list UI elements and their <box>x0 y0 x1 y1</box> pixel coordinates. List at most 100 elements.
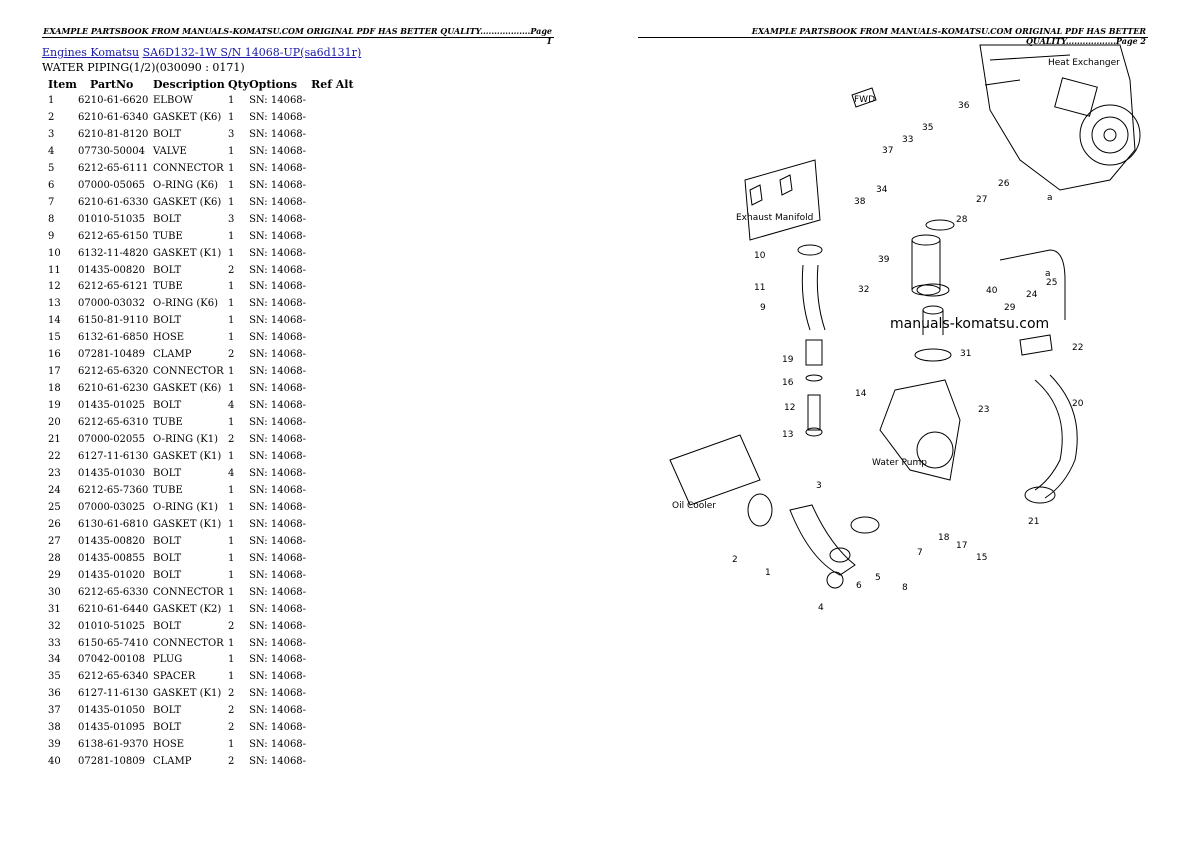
breadcrumb-link-model[interactable]: SA6D132-1W S/N 14068-UP(sa6d131r) <box>142 46 362 59</box>
cell-ref-alt <box>311 432 354 449</box>
breadcrumb-link-engines[interactable]: Engines Komatsu <box>42 46 140 59</box>
cell-qty: 2 <box>228 264 235 276</box>
callout-12: 12 <box>784 403 795 413</box>
page-header-right: EXAMPLE PARTSBOOK FROM MANUALS-KOMATSU.C… <box>638 26 1148 46</box>
table-header-row: Item PartNo Description Qty Options Ref … <box>42 77 354 93</box>
cell-ref-alt <box>311 703 354 720</box>
cell-options: SN: 14068- <box>249 705 307 717</box>
cell-partno: 6212-65-6310 <box>78 417 149 429</box>
parts-table: Item PartNo Description Qty Options Ref … <box>42 77 354 771</box>
cell-ref-alt <box>311 93 354 110</box>
cell-item: 15 <box>48 332 61 344</box>
callout-31: 31 <box>960 349 971 359</box>
cell-description: BOLT <box>153 552 182 564</box>
cell-item: 21 <box>48 434 61 446</box>
callout-37: 37 <box>882 146 893 156</box>
heat-exchanger-drawing <box>979 44 1141 191</box>
label-oil-cooler: Oil Cooler <box>672 501 716 511</box>
cell-options: SN: 14068- <box>249 501 307 513</box>
cell-ref-alt <box>311 585 354 602</box>
cell-partno: 01435-01050 <box>78 705 146 717</box>
cell-partno: 01435-00855 <box>78 552 146 564</box>
cell-item: 28 <box>48 552 61 564</box>
callout-7: 7 <box>917 548 923 558</box>
callout-36: 36 <box>958 101 970 111</box>
cell-options: SN: 14068- <box>249 247 307 259</box>
left-tube-assembly <box>797 244 826 437</box>
cell-ref-alt <box>311 161 354 178</box>
cell-ref-alt <box>311 178 354 195</box>
cell-item: 6 <box>48 179 55 191</box>
cell-partno: 6150-81-9110 <box>78 315 149 327</box>
cell-description: CONNECTOR <box>153 366 224 378</box>
cell-qty: 1 <box>228 637 235 649</box>
cell-partno: 07730-50004 <box>78 145 146 157</box>
cell-qty: 1 <box>228 586 235 598</box>
callout-4: 4 <box>818 603 824 613</box>
cell-partno: 6210-81-8120 <box>78 128 149 140</box>
cell-partno: 07000-02055 <box>78 434 146 446</box>
callout-2: 2 <box>732 555 738 565</box>
cell-qty: 1 <box>228 111 235 123</box>
callout-3: 3 <box>816 481 822 491</box>
cell-ref-alt <box>311 263 354 280</box>
cell-options: SN: 14068- <box>249 298 307 310</box>
callout-40: 40 <box>986 286 998 296</box>
cell-item: 12 <box>48 281 61 293</box>
cell-description: BOLT <box>153 722 182 734</box>
cell-item: 8 <box>48 213 55 225</box>
cell-description: BOLT <box>153 705 182 717</box>
cell-description: O-RING (K1) <box>153 501 218 513</box>
cell-qty: 1 <box>228 366 235 378</box>
cell-qty: 1 <box>228 383 235 395</box>
cell-qty: 1 <box>228 552 235 564</box>
cell-description: CLAMP <box>153 756 192 768</box>
cell-options: SN: 14068- <box>249 451 307 463</box>
cell-qty: 1 <box>228 145 235 157</box>
cell-ref-alt <box>311 602 354 619</box>
right-tube-assembly <box>999 249 1078 504</box>
cell-options: SN: 14068- <box>249 739 307 751</box>
cell-partno: 07000-03032 <box>78 298 146 310</box>
cell-description: GASKET (K1) <box>153 247 222 259</box>
cell-item: 23 <box>48 467 61 479</box>
cell-qty: 2 <box>228 756 235 768</box>
cell-qty: 1 <box>228 298 235 310</box>
cell-qty: 1 <box>228 230 235 242</box>
exhaust-manifold-drawing <box>744 159 821 241</box>
cell-options: SN: 14068- <box>249 111 307 123</box>
label-water-pump: Water Pump <box>872 458 927 468</box>
cell-description: BOLT <box>153 213 182 225</box>
cell-qty: 2 <box>228 620 235 632</box>
callout-23: 23 <box>978 405 989 415</box>
cell-options: SN: 14068- <box>249 434 307 446</box>
cell-options: SN: 14068- <box>249 179 307 191</box>
water-piping-diagram: Heat Exchanger FWD Exhaust Manifold Wate… <box>669 44 1141 613</box>
callout-28: 28 <box>956 215 968 225</box>
cell-partno: 01435-01095 <box>78 722 146 734</box>
cell-ref-alt <box>311 517 354 534</box>
cell-description: CONNECTOR <box>153 162 224 174</box>
cell-ref-alt <box>311 347 354 364</box>
cell-description: O-RING (K1) <box>153 434 218 446</box>
cell-description: ELBOW <box>153 95 193 106</box>
cell-qty: 3 <box>228 213 235 225</box>
callout-24: 24 <box>1026 290 1038 300</box>
cell-options: SN: 14068- <box>249 213 307 225</box>
cell-qty: 1 <box>228 179 235 191</box>
